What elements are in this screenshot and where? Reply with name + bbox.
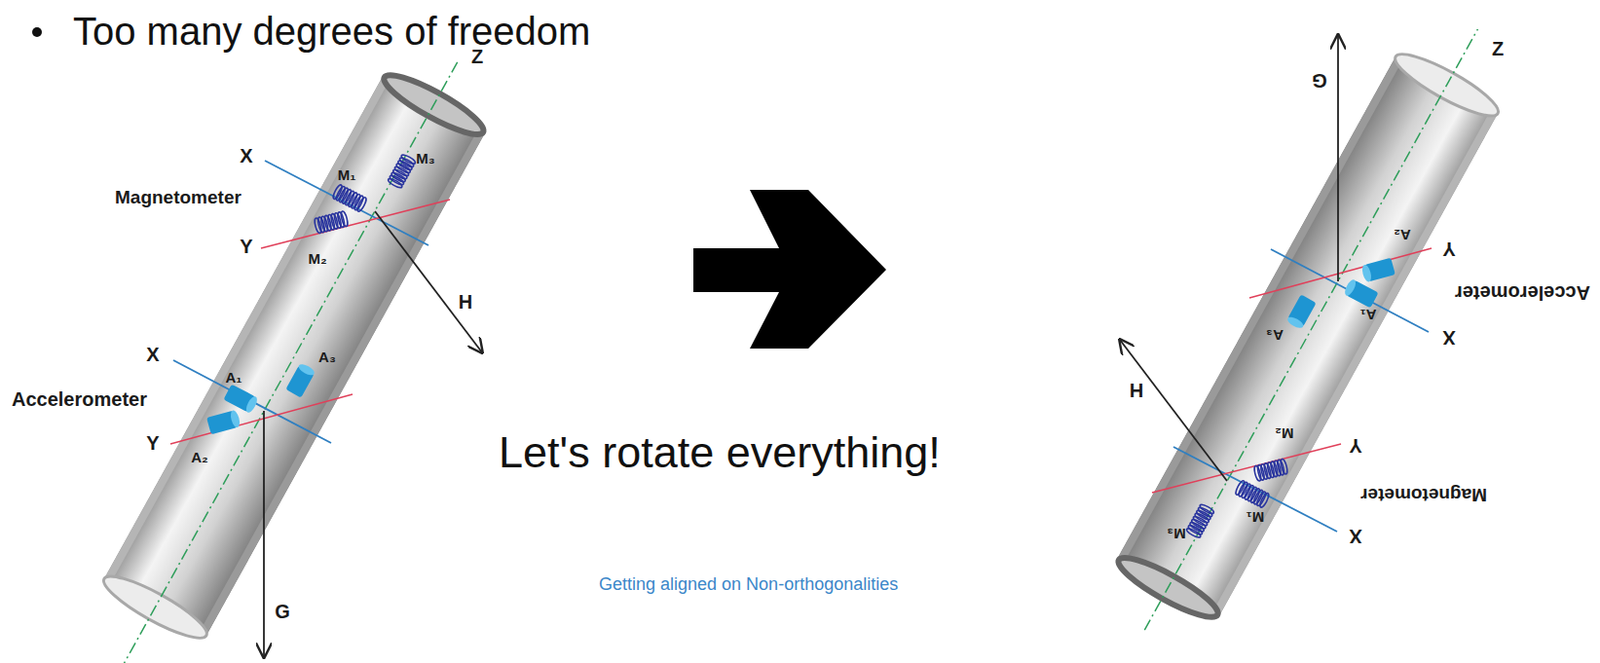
sensor-part-label: A₁ bbox=[1359, 306, 1377, 324]
cylinder-end bbox=[297, 362, 317, 378]
h-vector bbox=[374, 211, 483, 353]
tube bbox=[1093, 29, 1532, 659]
tube-body bbox=[1116, 56, 1498, 616]
left-panel: ZXMagnetometerM₁M₃YM₂HXAccelerometerA₁A₃… bbox=[0, 0, 546, 663]
sensor-part-label: A₂ bbox=[190, 449, 209, 467]
tube-wall bbox=[199, 129, 485, 636]
right-panel-rotated: X MagnetometerM₁ M₃ Y M₂ H X AccelerometerA₁ A₃ Y… bbox=[1056, 29, 1600, 663]
g-vector bbox=[1337, 35, 1340, 282]
sensor-label: Accelerometer bbox=[1454, 282, 1591, 304]
axis-label: X bbox=[1348, 525, 1362, 548]
magnetometer-coils bbox=[313, 152, 417, 234]
big-arrow bbox=[693, 189, 887, 349]
y-axis bbox=[1249, 248, 1432, 298]
tube-wall bbox=[1212, 110, 1498, 617]
cylinder bbox=[1342, 278, 1379, 309]
coil bbox=[313, 210, 349, 234]
cylinder bbox=[285, 362, 316, 399]
accelerometer-cylinders bbox=[1285, 258, 1395, 331]
tube-body bbox=[104, 76, 485, 636]
h-vector bbox=[1119, 339, 1228, 482]
axis-label: Y bbox=[1442, 238, 1455, 261]
vector-label: H bbox=[1129, 379, 1144, 402]
coil-turn bbox=[1253, 465, 1263, 483]
vector-label: H bbox=[458, 291, 473, 313]
sensor-label: Magnetometer bbox=[1360, 484, 1488, 506]
cylinder-end bbox=[1285, 314, 1305, 331]
magnetometer-coils bbox=[1185, 458, 1289, 540]
coil bbox=[1253, 458, 1289, 483]
tube-wall bbox=[1116, 56, 1403, 563]
coil bbox=[386, 152, 416, 189]
z-axis bbox=[120, 62, 457, 663]
coil-label: M₁ bbox=[337, 167, 357, 185]
coil-turn bbox=[339, 210, 349, 227]
sensor-part-label: A₁ bbox=[224, 370, 242, 387]
coil-label: M₂ bbox=[307, 251, 327, 268]
y-axis bbox=[170, 394, 353, 445]
slide-text: Let's rotate everything! bbox=[498, 428, 941, 478]
axis-label: X bbox=[1442, 327, 1455, 349]
z-axis bbox=[1144, 29, 1481, 631]
coil bbox=[1185, 503, 1215, 540]
cylinder bbox=[223, 384, 260, 415]
cylinder-end bbox=[1360, 263, 1373, 283]
sensor-part-label: A₃ bbox=[1265, 327, 1284, 344]
x-axis bbox=[1173, 446, 1338, 532]
coil-turn bbox=[400, 152, 417, 165]
cylinder-end bbox=[244, 395, 260, 415]
x-axis bbox=[1270, 249, 1429, 333]
sensor-part-label: A₂ bbox=[1393, 226, 1412, 244]
cylinder bbox=[1285, 294, 1316, 331]
axis-label: Y bbox=[239, 235, 253, 258]
axis-label: Y bbox=[1348, 435, 1362, 457]
coil-turn bbox=[1185, 526, 1202, 539]
vector-label: G bbox=[1311, 70, 1328, 92]
sensor-tube-drawing bbox=[0, 0, 546, 663]
slide-title: Too many degrees of freedom bbox=[73, 9, 591, 53]
tube-wall bbox=[104, 76, 390, 584]
coil-turn bbox=[356, 196, 369, 214]
axis-label: Z bbox=[1491, 37, 1504, 60]
axis-label: X bbox=[239, 145, 253, 167]
g-vector bbox=[262, 410, 265, 658]
x-axis bbox=[173, 360, 332, 444]
coil-label: M₃ bbox=[415, 150, 435, 168]
coil-label: M₂ bbox=[1274, 425, 1294, 443]
sensor-tube-drawing bbox=[1056, 29, 1600, 663]
axis-label: X bbox=[146, 343, 159, 366]
coil-turn bbox=[1233, 480, 1246, 497]
sensor-label: Magnetometer bbox=[114, 187, 242, 209]
cylinder bbox=[206, 409, 242, 436]
sensor-part-label: A₃ bbox=[318, 349, 336, 367]
bullet-dot bbox=[32, 27, 42, 38]
x-axis bbox=[264, 160, 429, 246]
cylinder-end bbox=[228, 409, 241, 429]
tube bbox=[70, 34, 509, 663]
coil-label: M₃ bbox=[1166, 525, 1186, 543]
axis-label: Y bbox=[146, 432, 159, 454]
cylinder bbox=[1360, 258, 1396, 284]
vector-label: G bbox=[274, 600, 291, 623]
slide-footer: Getting aligned on Non-orthogonalities bbox=[598, 575, 898, 596]
accelerometer-cylinders bbox=[206, 362, 316, 435]
cylinder-end bbox=[1342, 278, 1358, 298]
coil-label: M₁ bbox=[1246, 509, 1266, 526]
sensor-label: Accelerometer bbox=[11, 388, 148, 410]
coil bbox=[1233, 480, 1270, 509]
coil bbox=[332, 184, 369, 213]
